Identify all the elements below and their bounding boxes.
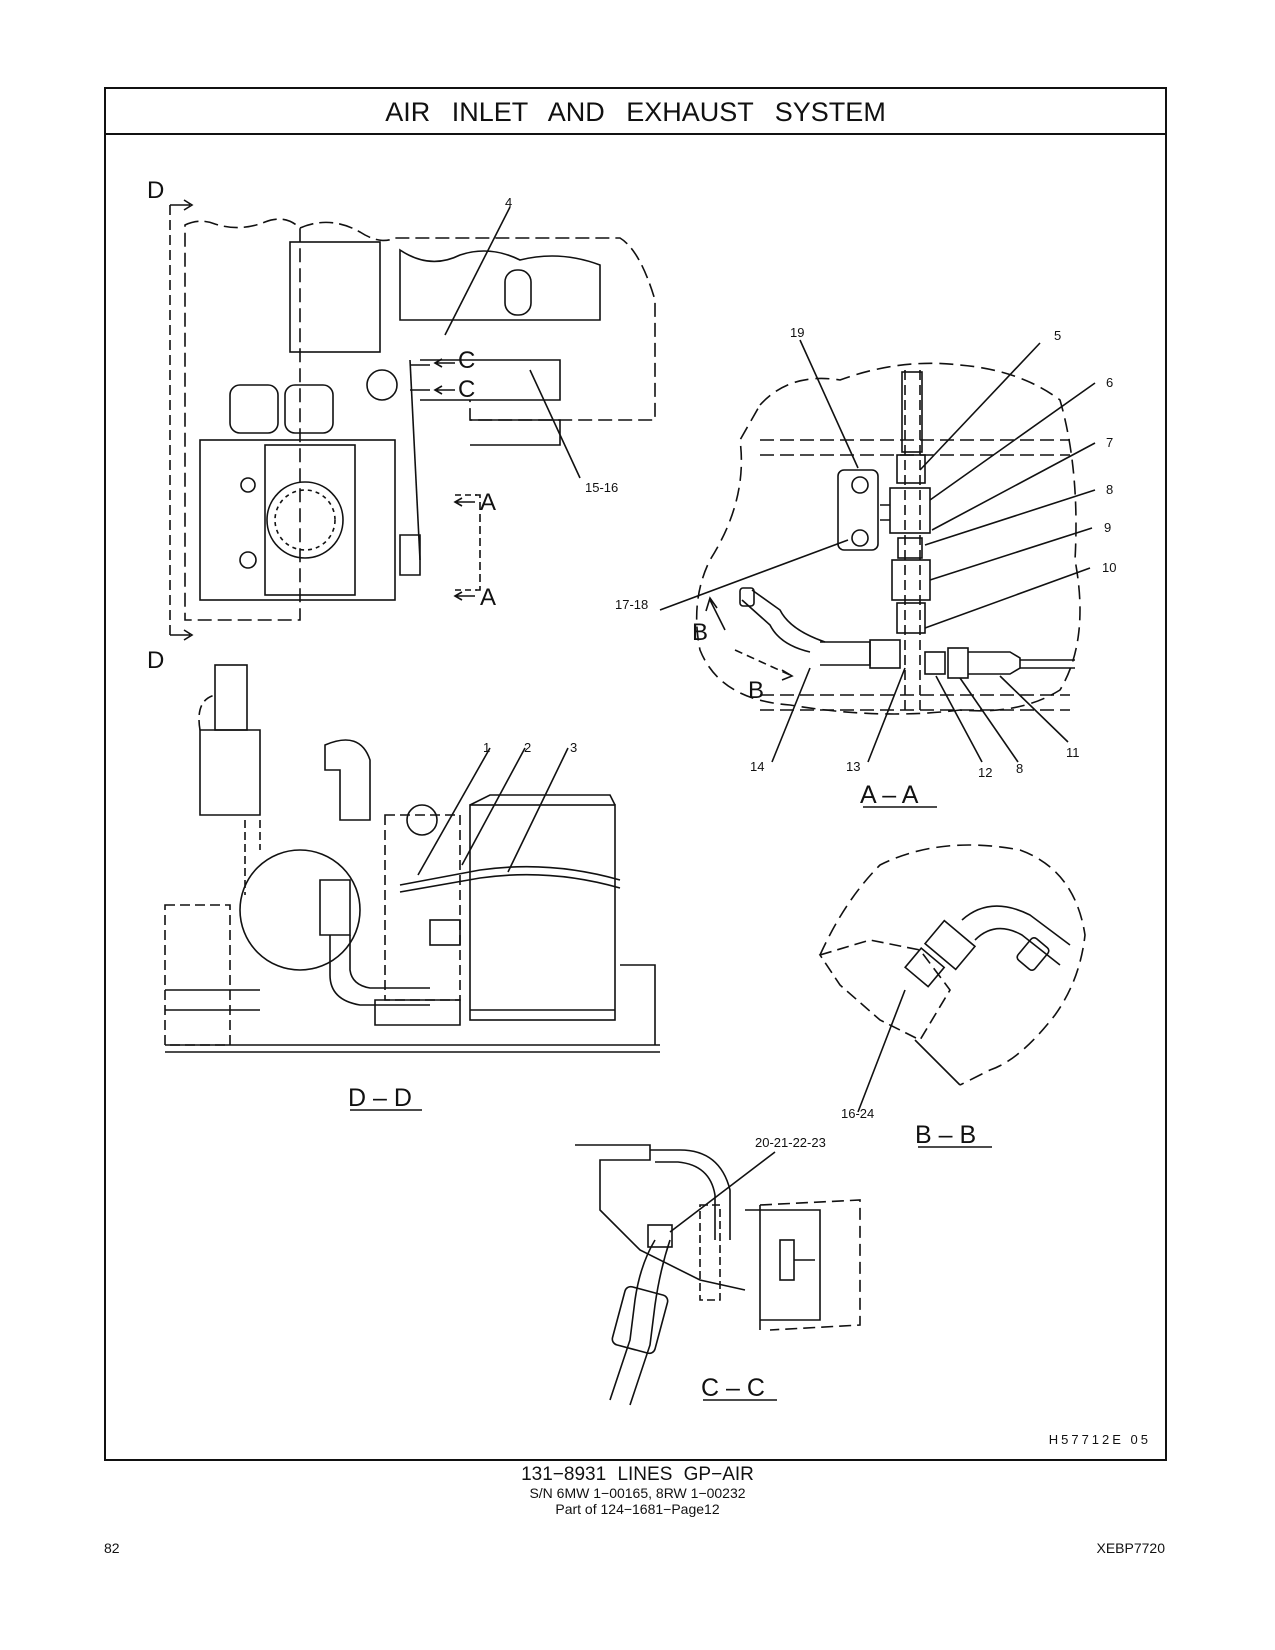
- view-title-cc: C – C: [701, 1374, 765, 1402]
- section-marker-c-top: C: [458, 347, 475, 374]
- callout-13: 13: [846, 759, 860, 774]
- callout-9: 9: [1104, 520, 1111, 535]
- page-title: AIR INLET AND EXHAUST SYSTEM: [106, 89, 1165, 135]
- leader-6: [929, 382, 1096, 501]
- drawing-code: H57712E 05: [1048, 1432, 1151, 1447]
- callout-10: 10: [1102, 560, 1116, 575]
- callout-15-16: 15-16: [585, 480, 618, 495]
- leader-7: [931, 442, 1096, 531]
- callout-5: 5: [1054, 328, 1061, 343]
- callout-8-top: 8: [1106, 482, 1113, 497]
- callout-17-18: 17-18: [615, 597, 648, 612]
- callout-8-bottom: 8: [1016, 761, 1023, 776]
- leader-9: [929, 527, 1093, 581]
- leader-8-top: [924, 489, 1096, 546]
- leader-5: [919, 342, 1041, 471]
- callout-1: 1: [483, 740, 490, 755]
- leader-10: [924, 567, 1091, 629]
- leader-16-24: [857, 989, 906, 1113]
- callout-7: 7: [1106, 435, 1113, 450]
- leader-3: [507, 747, 569, 873]
- section-marker-b-top: B: [692, 619, 708, 646]
- leader-17-18: [659, 539, 849, 611]
- leader-4: [444, 206, 511, 336]
- top-view: [169, 199, 656, 641]
- leader-19: [799, 339, 859, 469]
- page-number: 82: [104, 1540, 120, 1556]
- part-of-line: Part of 124−1681−Page12: [555, 1501, 720, 1517]
- section-marker-a-top: A: [480, 489, 496, 516]
- leader-20-23: [669, 1151, 776, 1233]
- callout-12: 12: [978, 765, 992, 780]
- section-marker-d-bottom: D: [147, 647, 164, 674]
- view-title-dd: D – D: [348, 1084, 412, 1112]
- serial-number-line: S/N 6MW 1−00165, 8RW 1−00232: [529, 1485, 746, 1501]
- leader-14: [771, 667, 811, 763]
- callout-2: 2: [524, 740, 531, 755]
- part-caption: 131−8931 LINES GP−AIR S/N 6MW 1−00165, 8…: [0, 1464, 1275, 1517]
- section-aa-view: [695, 362, 1081, 715]
- leader-8-bottom: [959, 677, 1019, 763]
- callout-19: 19: [790, 325, 804, 340]
- section-marker-b-bottom: B: [748, 677, 764, 704]
- leader-11: [999, 675, 1069, 743]
- leader-12: [935, 675, 983, 763]
- callout-3: 3: [570, 740, 577, 755]
- view-title-bb: B – B: [915, 1121, 976, 1149]
- callout-20-21-22-23: 20-21-22-23: [755, 1135, 826, 1150]
- callout-16-24: 16-24: [841, 1106, 874, 1121]
- section-cc-view: [575, 1144, 861, 1406]
- section-marker-d-top: D: [147, 177, 164, 204]
- leader-1: [417, 747, 491, 876]
- section-dd-view: [164, 664, 660, 1053]
- section-marker-c-bottom: C: [458, 376, 475, 403]
- section-bb-view: [818, 844, 1086, 1086]
- leader-2: [461, 747, 526, 866]
- section-marker-a-bottom: A: [480, 584, 496, 611]
- leader-13: [867, 667, 906, 763]
- document-id: XEBP7720: [1096, 1540, 1166, 1556]
- view-title-aa: A – A: [860, 781, 919, 809]
- callout-14: 14: [750, 759, 764, 774]
- part-number-line: 131−8931 LINES GP−AIR: [521, 1464, 754, 1485]
- diagram-frame: AIR INLET AND EXHAUST SYSTEM H57712E 05: [104, 87, 1167, 1461]
- callout-6: 6: [1106, 375, 1113, 390]
- leader-15-16: [529, 369, 581, 479]
- callout-11: 11: [1066, 745, 1080, 760]
- callout-4: 4: [505, 195, 512, 210]
